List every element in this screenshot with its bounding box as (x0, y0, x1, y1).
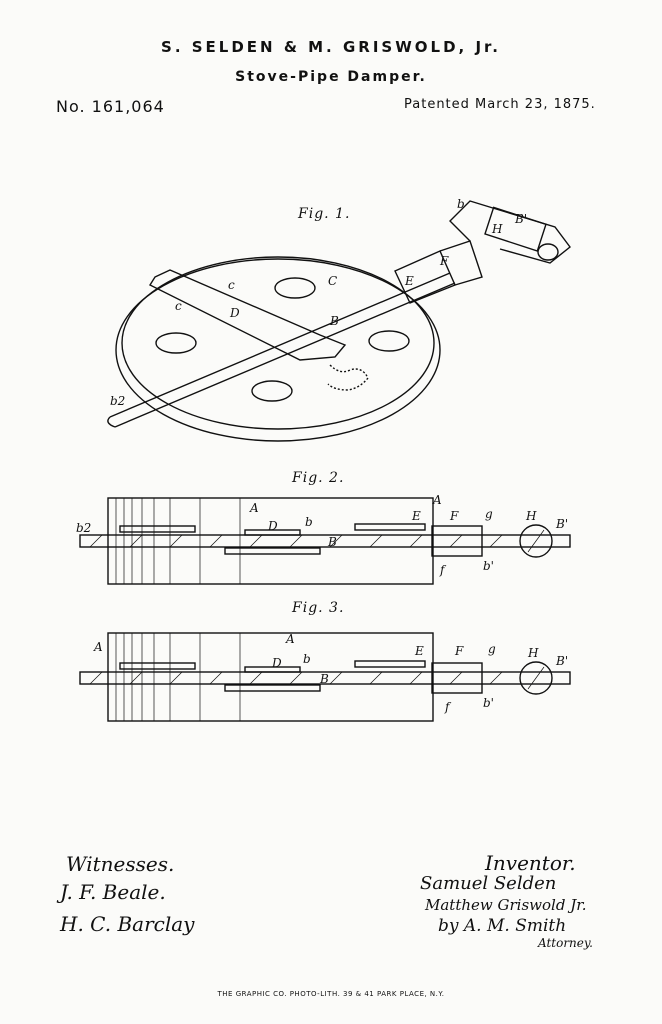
label-b-prime-small: b' (483, 696, 494, 710)
fig1-caption: Fig. 1. (298, 206, 351, 222)
label-e: E (411, 509, 421, 523)
rod-section (79, 671, 571, 685)
label-g: g (485, 507, 493, 521)
patent-title: Stove-Pipe Damper. (235, 69, 427, 85)
label-b: b (305, 515, 313, 529)
inventor-heading: Inventor. (485, 851, 576, 875)
printer-credit: THE GRAPHIC CO. PHOTO-LITH. 39 & 41 PARK… (217, 990, 445, 998)
label-h: H (527, 646, 539, 660)
label-c: C (328, 274, 337, 288)
sleeve-section (431, 525, 483, 557)
attorney-signature: by A. M. Smith (438, 916, 567, 936)
fig2-caption: Fig. 2. (292, 470, 345, 486)
label-b-prime: B' (555, 517, 568, 531)
disc-hole (251, 380, 293, 402)
label-e: E (404, 274, 414, 288)
patent-number: No. 161,064 (56, 97, 165, 116)
attorney-label: Attorney. (538, 936, 593, 950)
label-b-prime: B' (555, 654, 568, 668)
damper-disc (115, 258, 441, 442)
label-f: F (454, 644, 464, 658)
rod-section (79, 534, 571, 548)
witnesses-heading: Witnesses. (66, 852, 175, 876)
label-b2: b2 (110, 394, 125, 408)
disc-hole (155, 332, 197, 354)
label-b-rod: B (329, 314, 339, 328)
label-b-rod: B (319, 672, 329, 686)
knob-h (519, 524, 553, 558)
label-a-2: A (432, 493, 442, 507)
inventor-signature-2: Matthew Griswold Jr. (425, 896, 587, 914)
rod-b (109, 272, 456, 428)
label-b: b (457, 197, 465, 211)
handle-b-prime (449, 200, 571, 264)
inventors-names: S. SELDEN & M. GRISWOLD, Jr. (161, 38, 501, 56)
label-d: D (229, 306, 240, 320)
sleeve-section (431, 662, 483, 694)
label-a: A (249, 501, 259, 515)
fig1-drawing: b B' H C F E c D B c b2 (107, 197, 571, 442)
patent-date: Patented March 23, 1875. (404, 97, 596, 112)
label-d: D (267, 519, 278, 533)
inventor-signature-1: Samuel Selden (420, 873, 557, 894)
label-f: F (449, 509, 459, 523)
disc-hole (274, 277, 316, 299)
label-e: E (414, 644, 424, 658)
label-h: H (525, 509, 537, 523)
fig2-drawing: b2 A D b B E A F g H B' f b' (76, 493, 571, 585)
label-f-small: f (439, 563, 447, 577)
plate-d (148, 269, 347, 361)
label-h: H (491, 222, 503, 236)
label-b2: b2 (76, 521, 91, 535)
pipe-section (107, 497, 434, 585)
knob-h (519, 661, 553, 695)
fig3-drawing: A A D b B E F g H B' f b' (79, 632, 571, 722)
label-b-prime: B' (514, 212, 527, 226)
label-g: g (488, 642, 496, 656)
fig3-caption: Fig. 3. (292, 600, 345, 616)
disc-hole (368, 330, 410, 352)
pipe-section (107, 632, 434, 722)
label-c-small: c (228, 278, 235, 292)
label-f: F (439, 254, 449, 268)
witness-signature-1: J. F. Beale. (60, 880, 166, 904)
label-a: A (93, 640, 103, 654)
witness-signature-2: H. C. Barclay (60, 912, 195, 936)
label-a-2: A (285, 632, 295, 646)
label-b-rod: B (327, 535, 337, 549)
label-b: b (303, 652, 311, 666)
label-c-small-2: c (175, 299, 182, 313)
label-f-small: f (444, 700, 452, 714)
label-d: D (271, 656, 282, 670)
label-b-prime-small: b' (483, 559, 494, 573)
